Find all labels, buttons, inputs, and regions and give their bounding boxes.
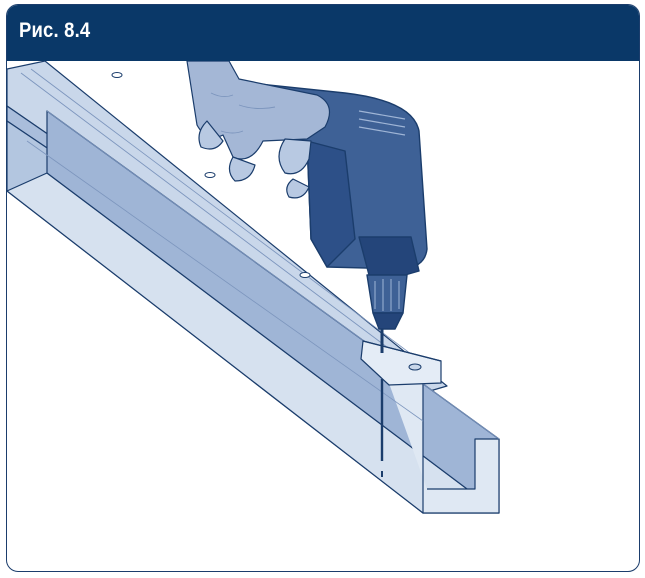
rail-right-wall [46, 110, 500, 514]
figure-header: Рис. 8.4 [7, 5, 639, 61]
metal-channel-rail-icon [7, 61, 500, 514]
figure-title: Рис. 8.4 [19, 19, 91, 42]
hand-holding-drill-icon [186, 61, 331, 199]
rail-end-profile [381, 360, 500, 514]
drilling-illustration [7, 61, 500, 514]
self-tapping-screw-icon [380, 329, 422, 477]
figure-frame: Рис. 8.4 [6, 4, 640, 572]
screw-holes [111, 72, 311, 278]
